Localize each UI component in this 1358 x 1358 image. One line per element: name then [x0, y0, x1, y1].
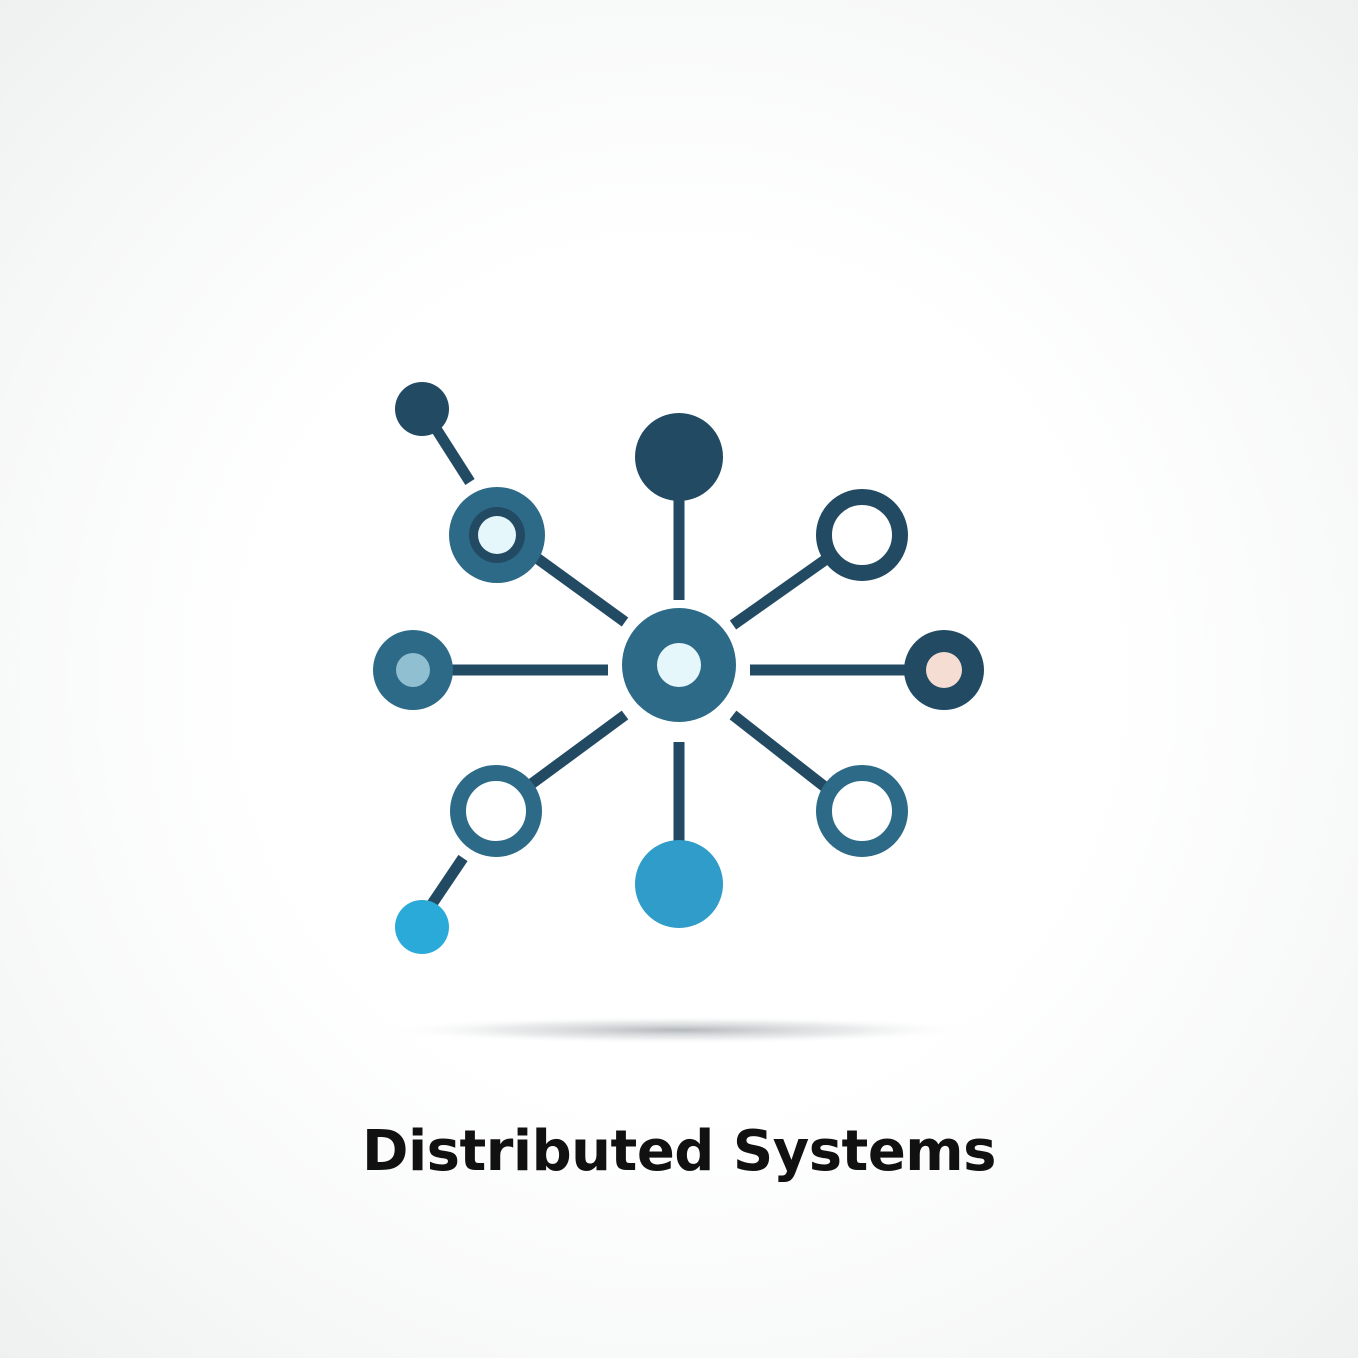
logo-caption: Distributed Systems — [362, 1119, 996, 1184]
node-bottom — [635, 840, 723, 928]
edge-hub-upper-left — [530, 551, 629, 627]
node-top — [635, 413, 723, 501]
node-hub — [622, 608, 736, 722]
edge-hub-lower-left — [526, 710, 629, 790]
edge-lower-left-far — [425, 854, 468, 911]
ground-shadow — [379, 1016, 979, 1044]
node-far-lower-left — [395, 900, 449, 954]
edge-hub-upper-right — [729, 555, 829, 630]
node-lower-right — [816, 765, 908, 857]
node-upper-left — [449, 487, 545, 583]
node-far-upper-left — [395, 382, 449, 436]
node-right — [904, 630, 984, 710]
edge-upper-left-far — [428, 421, 475, 485]
node-lower-left — [450, 765, 542, 857]
connector-lines — [425, 421, 906, 911]
node-left — [373, 630, 453, 710]
edge-hub-lower-right — [729, 710, 829, 792]
node-upper-right — [816, 489, 908, 581]
